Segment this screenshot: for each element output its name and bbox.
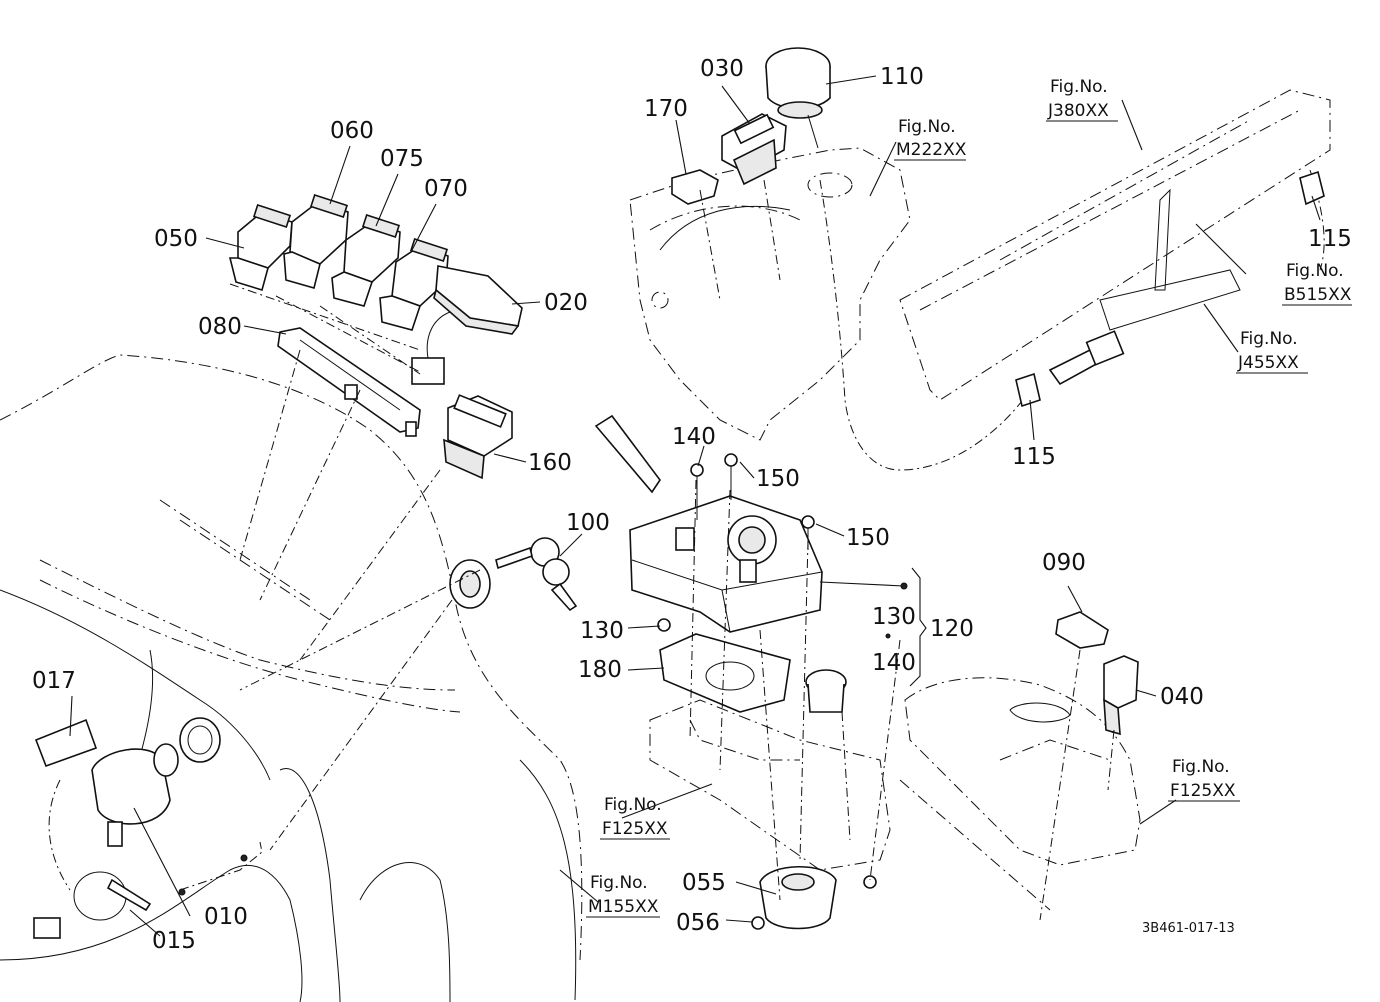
label-055: 055 [682, 870, 726, 896]
fig-ref-f125-center: Fig.No. F125XX [600, 795, 670, 840]
switch-060-shape [283, 194, 349, 289]
svg-text:Fig.No.: Fig.No. [1172, 757, 1230, 777]
fig-ref-j455: Fig.No. J455XX [1236, 329, 1308, 374]
label-115-upper: 115 [1308, 226, 1352, 252]
fig-ref-m222: Fig.No. M222XX [894, 117, 967, 161]
switch-050-shape [228, 204, 293, 292]
control-box-120-shape [594, 414, 823, 633]
fig-ref-f125-right: Fig.No. F125XX [1168, 757, 1240, 802]
label-140-upper: 140 [672, 424, 716, 450]
screws [657, 453, 877, 930]
label-020: 020 [544, 290, 588, 316]
svg-text:Fig.No.: Fig.No. [1286, 261, 1344, 281]
label-030: 030 [700, 56, 744, 82]
svg-text:M222XX: M222XX [896, 140, 967, 160]
label-180: 180 [578, 657, 622, 683]
svg-text:Fig.No.: Fig.No. [1240, 329, 1298, 349]
label-110: 110 [880, 64, 924, 90]
fig-ref-j380: Fig.No. J380XX [1046, 77, 1118, 122]
label-015: 015 [152, 928, 196, 954]
svg-text:J380XX: J380XX [1047, 101, 1109, 121]
svg-text:F125XX: F125XX [602, 819, 668, 839]
label-056: 056 [676, 910, 720, 936]
keys-100-shape [495, 537, 578, 612]
sleeve-017-shape [34, 718, 98, 768]
label-075: 075 [380, 146, 424, 172]
label-060: 060 [330, 118, 374, 144]
label-017: 017 [32, 668, 76, 694]
drawing-code: 3B461-017-13 [1142, 921, 1235, 936]
clip-115-upper-shape [1299, 170, 1325, 206]
label-140-group: 140 [872, 650, 916, 676]
label-120: 120 [930, 616, 974, 642]
switch-160-shape [443, 394, 513, 480]
cap-170-shape [671, 169, 719, 205]
label-130-left: 130 [580, 618, 624, 644]
svg-text:J455XX: J455XX [1237, 353, 1299, 373]
ghost-outlines [0, 89, 1331, 1002]
ring-nut-shape [449, 559, 491, 609]
svg-text:M155XX: M155XX [588, 897, 659, 917]
svg-text:Fig.No.: Fig.No. [1050, 77, 1108, 97]
switch-075-shape [331, 214, 401, 307]
leader-lines [69, 75, 1321, 937]
label-170: 170 [644, 96, 688, 122]
label-160: 160 [528, 450, 572, 476]
svg-text:B515XX: B515XX [1284, 285, 1352, 305]
label-080: 080 [198, 314, 242, 340]
key-switch-010-shape [91, 743, 179, 847]
bezel-ring-shape [179, 717, 221, 763]
svg-text:Fig.No.: Fig.No. [590, 873, 648, 893]
bracket-080-shape [277, 327, 421, 437]
label-050: 050 [154, 226, 198, 252]
tie-015-shape [33, 779, 152, 939]
knob-110-shape [765, 47, 831, 149]
cap-090-shape [1055, 611, 1109, 649]
switch-030-shape [721, 113, 787, 186]
clip-115-lower-shape [1015, 330, 1125, 408]
svg-text:F125XX: F125XX [1170, 781, 1236, 801]
switch-panel-020-shape [411, 265, 523, 385]
label-040: 040 [1160, 684, 1204, 710]
switch-070-shape [379, 238, 449, 331]
svg-text:Fig.No.: Fig.No. [604, 795, 662, 815]
gasket-180-shape [659, 633, 791, 713]
part-labels: 110 030 170 060 075 070 050 020 080 160 … [32, 56, 1352, 954]
label-130-group: 130 [872, 604, 916, 630]
label-150-lower: 150 [846, 525, 890, 551]
switch-040-shape [1103, 655, 1139, 736]
label-070: 070 [424, 176, 468, 202]
boot-055-shape [759, 865, 837, 930]
fig-ref-m155: Fig.No. M155XX [586, 873, 660, 918]
label-010: 010 [204, 904, 248, 930]
label-115-lower: 115 [1012, 444, 1056, 470]
label-090: 090 [1042, 550, 1086, 576]
figure-references: Fig.No. M222XX Fig.No. J380XX Fig.No. B5… [586, 77, 1352, 918]
label-100: 100 [566, 510, 610, 536]
fig-ref-b515: Fig.No. B515XX [1282, 261, 1352, 306]
svg-text:Fig.No.: Fig.No. [898, 117, 956, 137]
grommet-shape [805, 669, 847, 713]
label-150-upper: 150 [756, 466, 800, 492]
